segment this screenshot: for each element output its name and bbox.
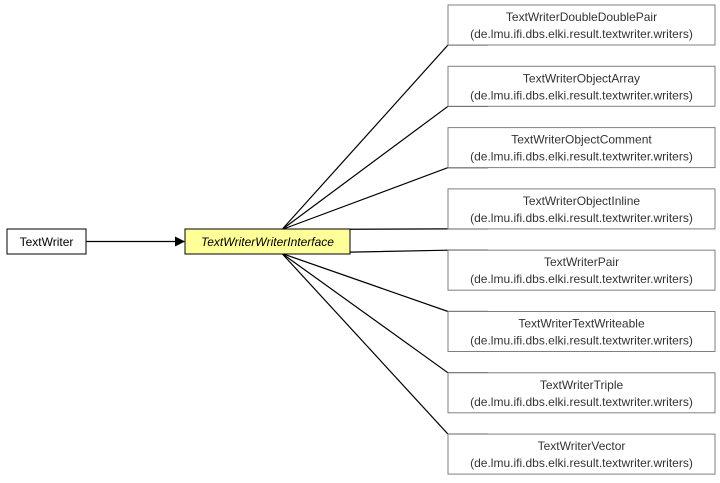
implementation-node-textwriterdoubledoublepair[interactable]: TextWriterDoubleDoublePair (de.lmu.ifi.db… bbox=[447, 4, 716, 46]
implementation-box bbox=[447, 249, 716, 291]
implementation-box bbox=[447, 372, 716, 414]
implementation-name: TextWriterObjectInline bbox=[523, 194, 640, 208]
implementation-name: TextWriterVector bbox=[538, 439, 626, 453]
implementation-box bbox=[447, 433, 716, 475]
implementation-node-textwritertextwriteable[interactable]: TextWriterTextWriteable (de.lmu.ifi.dbs.e… bbox=[447, 311, 716, 352]
implementation-box bbox=[447, 188, 716, 230]
implementation-node-textwriterpair[interactable]: TextWriterPair (de.lmu.ifi.dbs.elki.resul… bbox=[447, 249, 716, 291]
textwriterwriterinterface-label: TextWriterWriterInterface bbox=[201, 235, 334, 249]
implementation-package: (de.lmu.ifi.dbs.elki.result.textwriter.w… bbox=[470, 395, 693, 409]
implementation-box bbox=[447, 65, 716, 107]
implementation-node-textwriterobjectcomment[interactable]: TextWriterObjectComment (de.lmu.ifi.dbs.e… bbox=[447, 127, 716, 169]
implementation-package: (de.lmu.ifi.dbs.elki.result.textwriter.w… bbox=[470, 272, 693, 286]
implementation-box bbox=[447, 127, 716, 169]
implementation-node-textwritervector[interactable]: TextWriterVector (de.lmu.ifi.dbs.elki.res… bbox=[447, 433, 716, 475]
implementation-package: (de.lmu.ifi.dbs.elki.result.textwriter.w… bbox=[470, 88, 693, 102]
implementations-layer: TextWriterDoubleDoublePair (de.lmu.ifi.db… bbox=[447, 4, 716, 475]
textwriter-label: TextWriter bbox=[20, 235, 74, 249]
implementation-name: TextWriterDoubleDoublePair bbox=[506, 10, 657, 24]
textwriterwriterinterface-node[interactable]: TextWriterWriterInterface bbox=[184, 228, 351, 255]
implementation-name: TextWriterTextWriteable bbox=[518, 317, 645, 331]
implementation-name: TextWriterObjectComment bbox=[511, 133, 652, 147]
implementation-package: (de.lmu.ifi.dbs.elki.result.textwriter.w… bbox=[470, 150, 693, 164]
implementation-name: TextWriterPair bbox=[544, 255, 619, 269]
implementation-box bbox=[447, 311, 716, 352]
implementation-name: TextWriterObjectArray bbox=[523, 71, 640, 85]
implementation-package: (de.lmu.ifi.dbs.elki.result.textwriter.w… bbox=[470, 27, 693, 41]
textwriter-node[interactable]: TextWriter bbox=[6, 228, 87, 255]
implementation-node-textwriterobjectinline[interactable]: TextWriterObjectInline (de.lmu.ifi.dbs.el… bbox=[447, 188, 716, 230]
implementation-node-textwriterobjectarray[interactable]: TextWriterObjectArray (de.lmu.ifi.dbs.elk… bbox=[447, 65, 716, 107]
implementation-node-textwritertriple[interactable]: TextWriterTriple (de.lmu.ifi.dbs.elki.res… bbox=[447, 372, 716, 414]
implementation-package: (de.lmu.ifi.dbs.elki.result.textwriter.w… bbox=[470, 211, 693, 225]
implementation-box bbox=[447, 4, 716, 46]
implementation-name: TextWriterTriple bbox=[540, 378, 624, 392]
implementation-package: (de.lmu.ifi.dbs.elki.result.textwriter.w… bbox=[470, 334, 693, 348]
implementation-package: (de.lmu.ifi.dbs.elki.result.textwriter.w… bbox=[470, 456, 693, 470]
